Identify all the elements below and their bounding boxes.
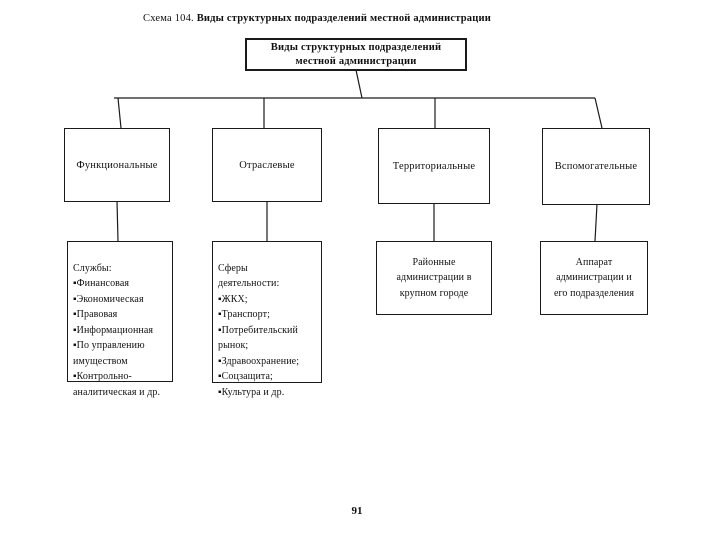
- root-node-label: Виды структурных подразделений местной а…: [270, 41, 442, 67]
- detail-text: Районные администрации в крупном городе: [396, 256, 472, 299]
- category-label: Функциональные: [76, 159, 158, 171]
- category-label: Отраслевые: [239, 159, 295, 171]
- page-title-prefix: Схема 104.: [143, 13, 197, 24]
- detail-text: Сферы деятельности: ▪ЖКХ; ▪Транспорт; ▪П…: [218, 262, 300, 398]
- category-label: Вспомогательные: [554, 161, 638, 172]
- detail-node-sectoral-spheres: Сферы деятельности: ▪ЖКХ; ▪Транспорт; ▪П…: [212, 241, 322, 398]
- connector-drop-4: [594, 97, 603, 129]
- root-node: Виды структурных подразделений местной а…: [245, 38, 467, 71]
- category-node-functional: Функциональные: [64, 128, 170, 202]
- connector-drop-1: [117, 97, 122, 129]
- category-node-territorial: Территориальные: [378, 128, 490, 204]
- detail-node-territorial: Районные администрации в крупном городе: [376, 241, 492, 315]
- page-title-main: Виды структурных подразделений местной а…: [196, 13, 491, 24]
- category-node-auxiliary: Вспомогательные: [542, 128, 650, 205]
- connector-root-to-bus: [355, 69, 363, 99]
- category-node-sectoral: Отраслевые: [212, 128, 322, 202]
- page-number: 91: [351, 505, 363, 517]
- page-title: Схема 104. Виды структурных подразделени…: [143, 13, 491, 24]
- detail-text: Аппарат администрации и его подразделени…: [553, 256, 635, 299]
- category-label: Территориальные: [392, 160, 476, 172]
- detail-text: Службы: ▪Финансовая ▪Экономическая ▪Прав…: [73, 262, 161, 398]
- connector-cat4-detail: [594, 203, 598, 242]
- detail-node-functional-services: Службы: ▪Финансовая ▪Экономическая ▪Прав…: [67, 241, 173, 398]
- connector-cat1-detail: [116, 200, 119, 242]
- detail-node-auxiliary: Аппарат администрации и его подразделени…: [540, 241, 648, 315]
